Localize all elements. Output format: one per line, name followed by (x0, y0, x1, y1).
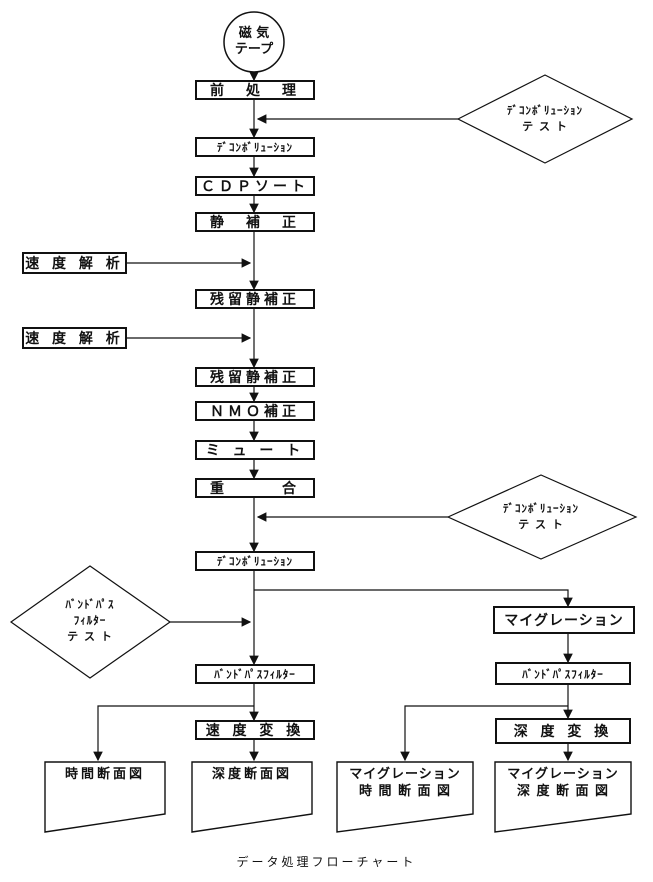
residual-static-box-2: 残留静補正 (195, 367, 315, 387)
decon-label-2: ﾃﾞｺﾝﾎﾞﾘｭｰｼｮﾝ (217, 555, 293, 568)
tape-label-line1: 磁 気 (238, 26, 270, 41)
mute-label: ミ ュ ー ト (205, 443, 305, 459)
mig-depth-line1: マイグレーション (507, 767, 619, 782)
bandpass-test-diamond (9, 565, 172, 679)
decon-test-2-line1: ﾃﾞｺﾝﾎﾞﾘｭｰｼｮﾝ (503, 502, 579, 515)
velocity-conversion-label: 速 度 変 換 (205, 723, 305, 739)
decon-label-1: ﾃﾞｺﾝﾎﾞﾘｭｰｼｮﾝ (217, 141, 293, 154)
tape-label-line2: テープ (234, 42, 274, 57)
magnetic-tape: 磁 気 テープ (226, 26, 282, 58)
time-section-label: 時間断面図 (64, 767, 145, 782)
preprocess-box: 前 処 理 (195, 80, 315, 100)
decon-test-diamond-2 (446, 474, 638, 560)
velocity-conversion-box: 速 度 変 換 (195, 720, 315, 740)
preprocess-label: 前 処 理 (210, 83, 300, 99)
decon-test-text-2: ﾃﾞｺﾝﾎﾞﾘｭｰｼｮﾝ テ ス ト (481, 501, 601, 533)
stack-box: 重 合 (195, 478, 315, 498)
mig-time-line2: 時 間 断 面 図 (358, 784, 452, 799)
decon-box-1: ﾃﾞｺﾝﾎﾞﾘｭｰｼｮﾝ (195, 137, 315, 157)
mig-time-section-doc (336, 761, 474, 833)
migration-box: マイグレーション (493, 606, 635, 634)
bandpass-test-line3: テ ス ト (67, 630, 113, 643)
bandpass-filter-label-right: ﾊﾞﾝﾄﾞﾊﾟｽﾌｨﾙﾀｰ (522, 667, 604, 681)
mute-box: ミ ュ ー ト (195, 440, 315, 460)
decon-test-1-line1: ﾃﾞｺﾝﾎﾞﾘｭｰｼｮﾝ (507, 104, 583, 117)
depth-section-label: 深度断面図 (211, 767, 292, 782)
velocity-analysis-box-2: 速 度 解 析 (22, 327, 127, 349)
bandpass-filter-box-right: ﾊﾞﾝﾄﾞﾊﾟｽﾌｨﾙﾀｰ (495, 662, 631, 685)
decon-test-2-line2: テ ス ト (518, 518, 564, 531)
time-section-text: 時間断面図 (45, 766, 165, 783)
mig-time-section-text: マイグレーション 時 間 断 面 図 (337, 766, 473, 800)
mig-depth-line2: 深 度 断 面 図 (516, 784, 610, 799)
bandpass-test-line1: ﾊﾞﾝﾄﾞﾊﾟｽ (65, 598, 115, 611)
velocity-analysis-label-2: 速 度 解 析 (25, 331, 124, 347)
cdp-sort-label: ＣＤＰソート (201, 179, 309, 195)
bandpass-filter-label-left: ﾊﾞﾝﾄﾞﾊﾟｽﾌｨﾙﾀｰ (214, 668, 296, 681)
time-section-doc (44, 761, 166, 833)
depth-conversion-box: 深 度 変 換 (495, 718, 631, 744)
depth-section-text: 深度断面図 (192, 766, 312, 783)
decon-test-diamond-1 (456, 74, 634, 164)
mig-depth-section-text: マイグレーション 深 度 断 面 図 (495, 766, 631, 800)
migration-label: マイグレーション (504, 613, 624, 629)
stack-label: 重 合 (210, 481, 300, 497)
residual-static-label-1: 残留静補正 (210, 292, 300, 308)
velocity-analysis-label-1: 速 度 解 析 (25, 256, 124, 272)
mig-depth-section-doc (494, 761, 632, 833)
static-correction-label: 静 補 正 (210, 215, 300, 231)
decon-test-text-1: ﾃﾞｺﾝﾎﾞﾘｭｰｼｮﾝ テ ス ト (485, 103, 605, 135)
mig-time-line1: マイグレーション (349, 767, 461, 782)
decon-box-2: ﾃﾞｺﾝﾎﾞﾘｭｰｼｮﾝ (195, 551, 315, 571)
bandpass-test-text: ﾊﾞﾝﾄﾞﾊﾟｽ ﾌｨﾙﾀｰ テ ス ト (40, 597, 140, 645)
residual-static-label-2: 残留静補正 (210, 370, 300, 386)
static-correction-box: 静 補 正 (195, 212, 315, 232)
bandpass-filter-box-left: ﾊﾞﾝﾄﾞﾊﾟｽﾌｨﾙﾀｰ (195, 664, 315, 684)
cdp-sort-box: ＣＤＰソート (195, 176, 315, 196)
nmo-correction-box: ＮＭＯ補正 (195, 401, 315, 421)
bandpass-test-line2: ﾌｨﾙﾀｰ (73, 614, 107, 627)
depth-conversion-label: 深 度 変 換 (513, 724, 613, 740)
decon-test-1-line2: テ ス ト (522, 120, 568, 133)
depth-section-doc (191, 761, 313, 833)
figure-caption: データ処理フローチャート (236, 855, 417, 869)
velocity-analysis-box-1: 速 度 解 析 (22, 252, 127, 274)
nmo-correction-label: ＮＭＯ補正 (210, 404, 300, 420)
residual-static-box-1: 残留静補正 (195, 289, 315, 309)
